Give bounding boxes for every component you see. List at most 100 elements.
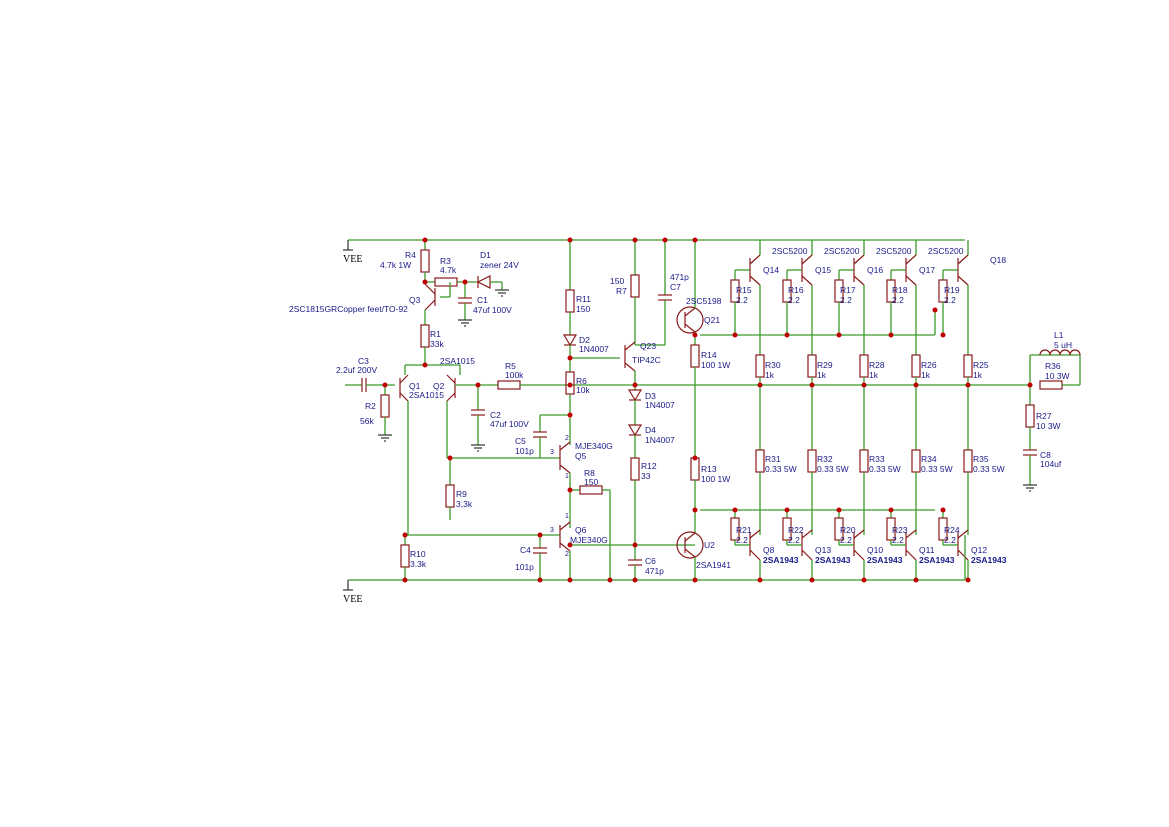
label-r30-ref: R30 [765,360,781,370]
pin-q5-1: 1 [565,473,569,480]
label-r24-val: 2.2 [944,535,956,545]
junction [940,332,946,338]
labels: R4 4.7k 1W R3 4.7k D1 zener 24V C1 47uf … [289,250,1072,576]
label-r25-val: 1k [973,370,983,380]
pin-q5-3: 3 [550,449,554,456]
junction [757,382,763,388]
label-q2-ref: Q2 [433,381,445,391]
label-r28-ref: R28 [869,360,885,370]
label-r10-val: 3.3k [410,559,427,569]
label-r20-val: 2.2 [840,535,852,545]
junction [784,332,790,338]
junction [809,577,815,583]
label-r23-val: 2.2 [892,535,904,545]
label-c5-val: 101p [515,446,534,456]
label-r11-ref: R11 [576,294,591,304]
label-c7-val: 471p [670,272,689,282]
label-c8-ref: C8 [1040,450,1051,460]
label-r5-val: 100k [505,370,524,380]
label-r13-ref: R13 [701,464,717,474]
junction [809,382,815,388]
junction [757,577,763,583]
label-c3-val: 2.2uf 200V [336,365,377,375]
pin-q5-2: 2 [565,435,569,442]
resistor-R32 [807,449,817,473]
label-u2-val: 2SA1941 [696,560,731,570]
label-r28-val: 1k [869,370,879,380]
junction [965,382,971,388]
power-label-top: VEE [343,254,362,265]
junction [836,507,842,513]
power-rails [343,239,965,591]
transistor-lead [801,549,813,561]
power-label-bottom: VEE [343,594,362,605]
transistor-lead [853,254,865,265]
junction [732,507,738,513]
label-r4-val: 4.7k 1W [380,260,411,270]
label-q5-val: MJE340G [575,441,613,451]
label-c1-val: 47uf 100V [473,305,512,315]
junction [940,507,946,513]
resistor-R28 [859,354,869,378]
label-r2-ref: R2 [365,401,376,411]
label-c8-val: 104uf [1040,459,1062,469]
label-q17-ref: Q17 [919,265,935,275]
label-q15-val: 2SC5200 [824,246,860,256]
label-q3-val: 2SC1815GRCopper feet/TO-92 [289,304,408,314]
label-r17-ref: R17 [840,285,856,295]
label-r21-val: 2.2 [736,535,748,545]
label-l1-ref: L1 [1054,330,1064,340]
label-r29-ref: R29 [817,360,833,370]
label-l1-val: 5 uH [1054,340,1072,350]
label-r5-ref: R5 [505,361,516,371]
label-r3-val: 4.7k [440,265,457,275]
label-q11-val: 2SA1943 [919,555,955,565]
label-q8-val: 2SA1943 [763,555,799,565]
label-r22-val: 2.2 [788,535,800,545]
label-r29-val: 1k [817,370,827,380]
junction-dots [382,237,1033,583]
label-c4-val: 101p [515,562,534,572]
label-q14-val: 2SC5200 [772,246,808,256]
label-r16-ref: R16 [788,285,804,295]
transistor-lead [905,549,917,561]
label-c6-ref: C6 [645,556,656,566]
pin-q6-1: 1 [565,513,569,520]
resistor-R26 [911,354,921,378]
transistor-lead [801,275,813,286]
label-r10-ref: R10 [410,549,426,559]
label-r33-ref: R33 [869,454,885,464]
label-r34-val: 0.33 5W [921,464,953,474]
label-d3-val: 1N4007 [645,400,675,410]
label-r15-val: 2.2 [736,295,748,305]
label-q2-val: 2SA1015 [440,356,475,366]
label-c2-val: 47uf 100V [490,419,529,429]
label-r30-val: 1k [765,370,775,380]
label-q6-val: MJE340G [570,535,608,545]
transistor-lead [749,275,761,286]
transistor-lead [749,254,761,265]
label-q14-ref: Q14 [763,265,779,275]
junction [932,307,938,313]
label-r6-val: 10k [576,385,590,395]
label-c3-ref: C3 [358,356,369,366]
label-r12-val: 33 [641,471,651,481]
junction [836,332,842,338]
label-q17-val: 2SC5200 [928,246,964,256]
label-d1-val: zener 24V [480,260,519,270]
label-c4-ref: C4 [520,545,531,555]
transistor-lead [801,529,813,539]
bias-driver-stage [624,240,935,580]
label-d2-ref: D2 [579,335,590,345]
label-q6-ref: Q6 [575,525,587,535]
label-r14-val: 100 1W [701,360,730,370]
label-r34-ref: R34 [921,454,937,464]
transistor-lead [801,254,813,265]
transistor-lead [749,549,761,561]
label-q1-val: 2SA1015 [409,390,444,400]
pin-q6-2: 2 [565,551,569,558]
label-r32-ref: R32 [817,454,833,464]
label-r19-val: 2.2 [944,295,956,305]
label-r15-ref: R15 [736,285,752,295]
